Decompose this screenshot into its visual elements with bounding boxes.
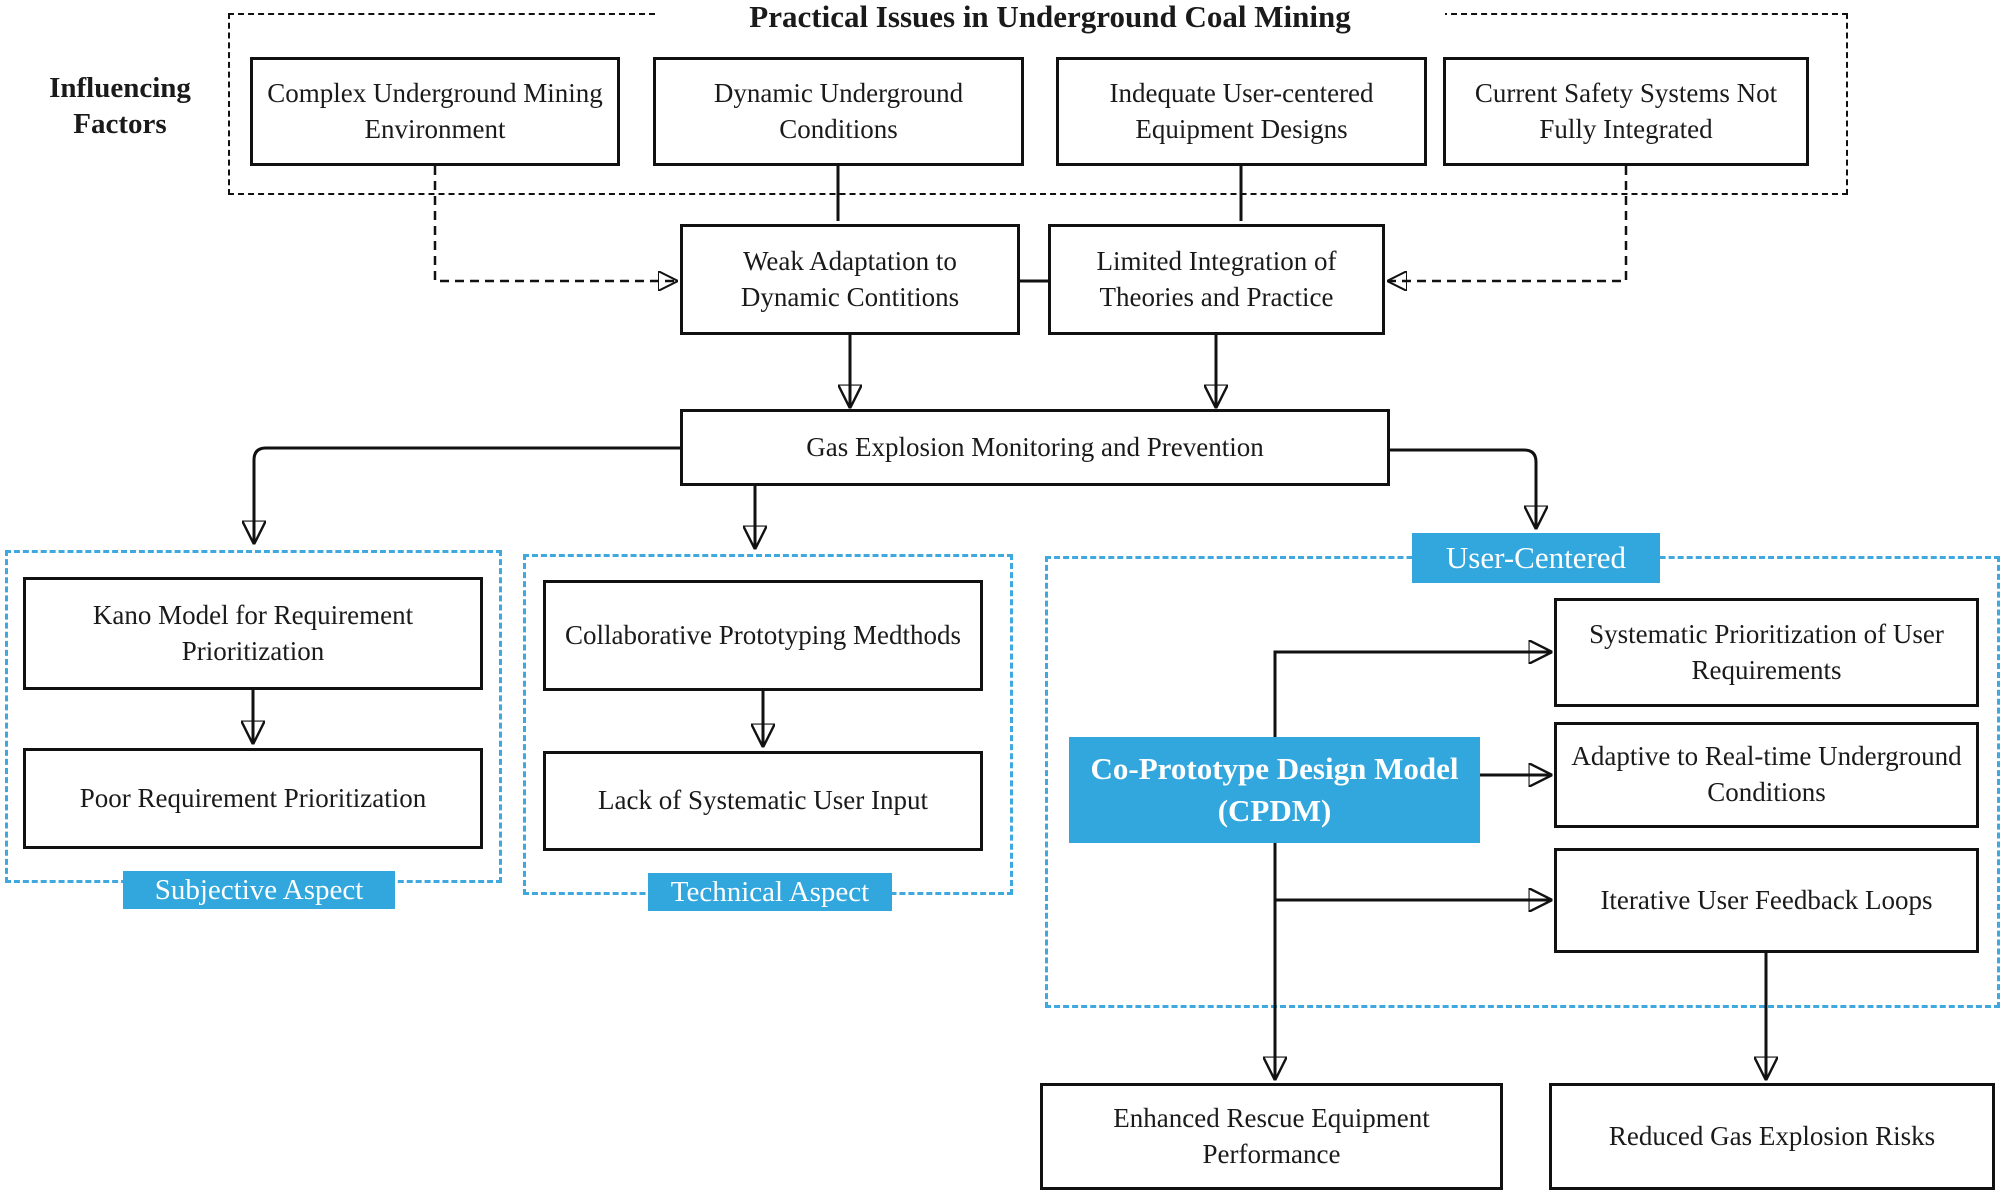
cpdm-line1: Co-Prototype Design Model — [1090, 751, 1459, 787]
tag-technical-aspect: Technical Aspect — [648, 873, 892, 911]
box-complex-underground: Complex Underground Mining Environment — [250, 57, 620, 166]
box-iterative-feedback: Iterative User Feedback Loops — [1554, 848, 1979, 953]
box-gas-explosion: Gas Explosion Monitoring and Prevention — [680, 409, 1390, 486]
box-safety-systems: Current Safety Systems Not Fully Integra… — [1443, 57, 1809, 166]
influencing-factors-label: Influencing Factors — [49, 72, 191, 141]
box-lack-user-input: Lack of Systematic User Input — [543, 751, 983, 851]
box-cpdm: Co-Prototype Design Model (CPDM) — [1069, 737, 1480, 843]
arrow-gas-to-user-centered — [1390, 448, 1536, 527]
box-weak-adaptation: Weak Adaptation to Dynamic Contitions — [680, 224, 1020, 335]
box-systematic-prioritization: Systematic Prioritization of User Requir… — [1554, 598, 1979, 707]
box-collaborative-prototyping: Collaborative Prototyping Medthods — [543, 580, 983, 691]
diagram-title: Practical Issues in Underground Coal Min… — [655, 0, 1445, 33]
arrow-safety-to-limited — [1389, 166, 1628, 281]
arrow-cpdm-to-systematic — [1273, 652, 1550, 737]
box-enhanced-rescue: Enhanced Rescue Equipment Performance — [1040, 1083, 1503, 1190]
box-limited-integration: Limited Integration of Theories and Prac… — [1048, 224, 1385, 335]
box-poor-prioritization: Poor Requirement Prioritization — [23, 748, 483, 849]
box-indequate-designs: Indequate User-centered Equipment Design… — [1056, 57, 1427, 166]
box-reduced-risks: Reduced Gas Explosion Risks — [1549, 1083, 1995, 1190]
arrow-cpdm-to-iterative — [1273, 843, 1550, 900]
box-kano-model: Kano Model for Requirement Prioritizatio… — [23, 577, 483, 690]
tag-user-centered: User-Centered — [1412, 533, 1660, 583]
cpdm-line2: (CPDM) — [1217, 793, 1332, 828]
box-adaptive-realtime: Adaptive to Real-time Underground Condit… — [1554, 722, 1979, 828]
tag-subjective-aspect: Subjective Aspect — [123, 871, 395, 909]
box-dynamic-conditions: Dynamic Underground Conditions — [653, 57, 1024, 166]
arrow-gas-to-subjective — [254, 446, 680, 542]
arrow-complex-to-weak — [433, 166, 676, 281]
